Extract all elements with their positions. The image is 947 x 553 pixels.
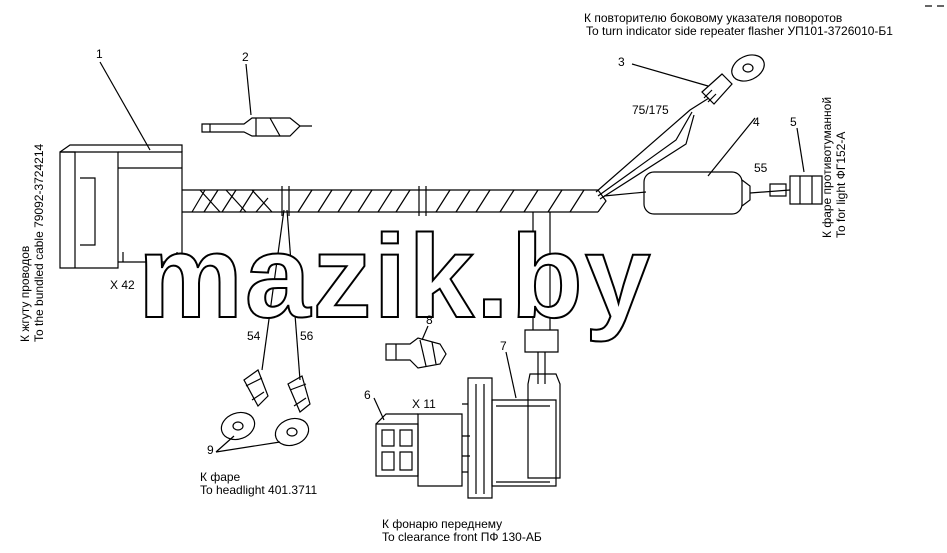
callout-2: 2	[242, 50, 249, 64]
wire-to-fog-light	[603, 117, 791, 215]
callout-7: 7	[500, 339, 507, 353]
watermark-text: mazik.by	[137, 211, 653, 343]
turn-label-en: To turn indicator side repeater flasher …	[586, 24, 893, 38]
callout-1: 1	[96, 47, 103, 61]
connector-x11-label: X 11	[412, 397, 436, 411]
clearance-label-en: To clearance front ПФ 130-АБ	[382, 530, 542, 544]
turn-label-ru: К повторителю боковому указателя поворот…	[584, 11, 843, 25]
bundle-label-en: To the bundled cable 79092-3724214	[32, 143, 46, 342]
fog-label-en: To for light ФГ152-А	[834, 131, 848, 238]
connector-x42-label: X 42	[110, 278, 135, 292]
fog-label-ru: К фаре противотуманной	[820, 96, 834, 238]
leader-1	[99, 61, 151, 151]
callout-6: 6	[364, 388, 371, 402]
connector-x42	[59, 144, 183, 269]
wire-56-label: 56	[300, 329, 314, 343]
callout-5: 5	[790, 115, 797, 129]
wire-to-clearance	[505, 212, 561, 479]
callout-9: 9	[207, 443, 214, 457]
callout-4: 4	[753, 115, 760, 129]
wires-to-repeater	[595, 97, 710, 200]
clearance-label-ru: К фонарю переднему	[382, 517, 503, 531]
callout-8: 8	[426, 313, 433, 327]
ring-terminals-9	[215, 369, 311, 453]
ring-terminal-3	[631, 54, 765, 105]
bundle-label-ru: К жгуту проводов	[18, 245, 32, 342]
wire-55-label: 55	[754, 161, 768, 175]
headlight-label-ru: К фаре	[200, 470, 241, 484]
wire-54-label: 54	[247, 329, 261, 343]
wires-to-headlight	[261, 209, 301, 381]
headlight-label-en: To headlight 401.3711	[200, 483, 318, 497]
connector-5	[789, 127, 823, 205]
connector-x11	[373, 397, 470, 487]
wire-75-175-label: 75/175	[632, 103, 669, 117]
callout-3: 3	[618, 55, 625, 69]
terminal-2	[201, 63, 312, 137]
clearance-lamp-socket	[462, 377, 557, 499]
terminal-8	[385, 325, 447, 369]
